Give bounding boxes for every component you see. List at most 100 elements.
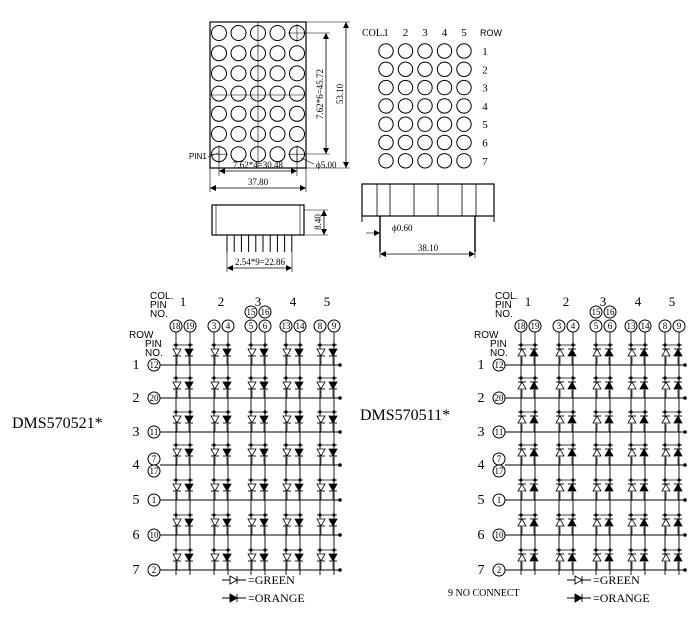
row-number: 7 <box>482 156 488 168</box>
legend-orange-diode <box>574 593 583 603</box>
grid-dot <box>436 43 453 59</box>
column-number: 1 <box>525 294 532 309</box>
col-pin-a-label: 5 <box>594 321 599 331</box>
row-number: 5 <box>482 119 488 131</box>
diode-green <box>517 553 527 562</box>
front-dot <box>230 25 247 41</box>
row-number: 2 <box>133 391 140 406</box>
diode-green <box>661 348 671 357</box>
legend-orange-text: =ORANGE <box>248 591 305 605</box>
row-pin-header: PIN <box>490 339 507 350</box>
row-end-dot <box>683 568 687 572</box>
diode-green <box>282 483 292 492</box>
row-pin-label: 2 <box>152 565 157 575</box>
arrowhead <box>321 229 327 235</box>
row-end-dot <box>338 430 342 434</box>
legend-orange-text: =ORANGE <box>593 591 650 605</box>
column-number: 5 <box>669 294 676 309</box>
row-end-dot <box>338 363 342 367</box>
front-dot <box>250 105 266 122</box>
grid-dot <box>397 116 414 132</box>
dim-38-10-text: 38.10 <box>418 243 439 253</box>
row-end-dot <box>338 568 342 572</box>
diode-green <box>282 448 292 457</box>
part-number: DMS570521* <box>12 415 103 432</box>
arrowhead <box>210 185 216 191</box>
diode-orange <box>259 415 269 424</box>
col-extra-pin-b-label: 16 <box>606 307 616 317</box>
front-dot <box>289 85 305 102</box>
row-pin-b-circle <box>147 464 161 478</box>
diode-green <box>517 483 527 492</box>
row-end-dot <box>683 463 687 467</box>
diode-orange <box>222 448 232 457</box>
front-dot <box>250 65 266 82</box>
diode-orange <box>184 415 194 424</box>
diode-orange <box>529 553 539 562</box>
diode-orange <box>567 518 577 527</box>
diode-orange <box>328 553 338 562</box>
pin1-label: PIN1 <box>189 152 207 161</box>
diode-orange <box>184 553 194 562</box>
diode-orange <box>567 483 577 492</box>
diode-orange <box>529 518 539 527</box>
front-dot <box>211 126 227 142</box>
col-number: 1 <box>383 27 389 39</box>
grid-dot <box>397 43 414 59</box>
row-end-dot <box>683 430 687 434</box>
arrowhead <box>300 185 306 191</box>
column-number: 4 <box>290 294 297 309</box>
arrowhead <box>227 265 233 271</box>
col-label: COL. <box>362 28 385 39</box>
col-pin-b-label: 19 <box>186 321 196 331</box>
diode-orange <box>328 448 338 457</box>
diode-orange <box>673 348 683 357</box>
diode-green <box>172 348 182 357</box>
diode-orange <box>604 518 614 527</box>
front-dot <box>211 85 227 102</box>
diode-green <box>661 518 671 527</box>
diode-orange <box>328 415 338 424</box>
column-number: 3 <box>600 294 607 309</box>
pin1-leader <box>207 152 219 158</box>
diode-green <box>247 348 257 357</box>
grid-dot <box>378 98 394 114</box>
diode-green <box>316 553 326 562</box>
row-pin-header: PIN <box>145 339 162 350</box>
diode-orange <box>222 381 232 390</box>
diode-green <box>210 348 220 357</box>
diode-orange <box>328 518 338 527</box>
diode-orange <box>294 415 304 424</box>
row-number: 6 <box>482 138 488 150</box>
diode-orange <box>604 348 614 357</box>
diode-green <box>517 518 527 527</box>
diode-orange <box>184 348 194 357</box>
diode-green <box>517 448 527 457</box>
diode-orange <box>259 381 269 390</box>
diode-orange <box>259 483 269 492</box>
row-header: ROW <box>129 330 154 341</box>
diode-green <box>555 348 565 357</box>
col-pin-a-label: 5 <box>249 321 254 331</box>
diode-green <box>247 553 257 562</box>
front-dot <box>211 65 227 82</box>
row-pin-label: 20 <box>495 393 505 403</box>
col-pin-a-label: 13 <box>627 321 637 331</box>
col-pin-b-label: 19 <box>531 321 541 331</box>
diode-green <box>627 381 637 390</box>
grid-dot <box>456 79 472 96</box>
dot-diameter-text: ϕ5.00 <box>316 160 337 170</box>
grid-dot <box>417 43 433 59</box>
front-dot <box>211 45 227 62</box>
front-dot <box>289 105 305 122</box>
grid-dot <box>397 153 414 169</box>
diode-orange <box>222 518 232 527</box>
column-number: 4 <box>635 294 642 309</box>
arrowhead <box>323 148 329 154</box>
diode-orange <box>639 483 649 492</box>
side-view-body <box>211 204 305 236</box>
grid-dot <box>436 116 453 132</box>
grid-dot <box>436 153 453 169</box>
